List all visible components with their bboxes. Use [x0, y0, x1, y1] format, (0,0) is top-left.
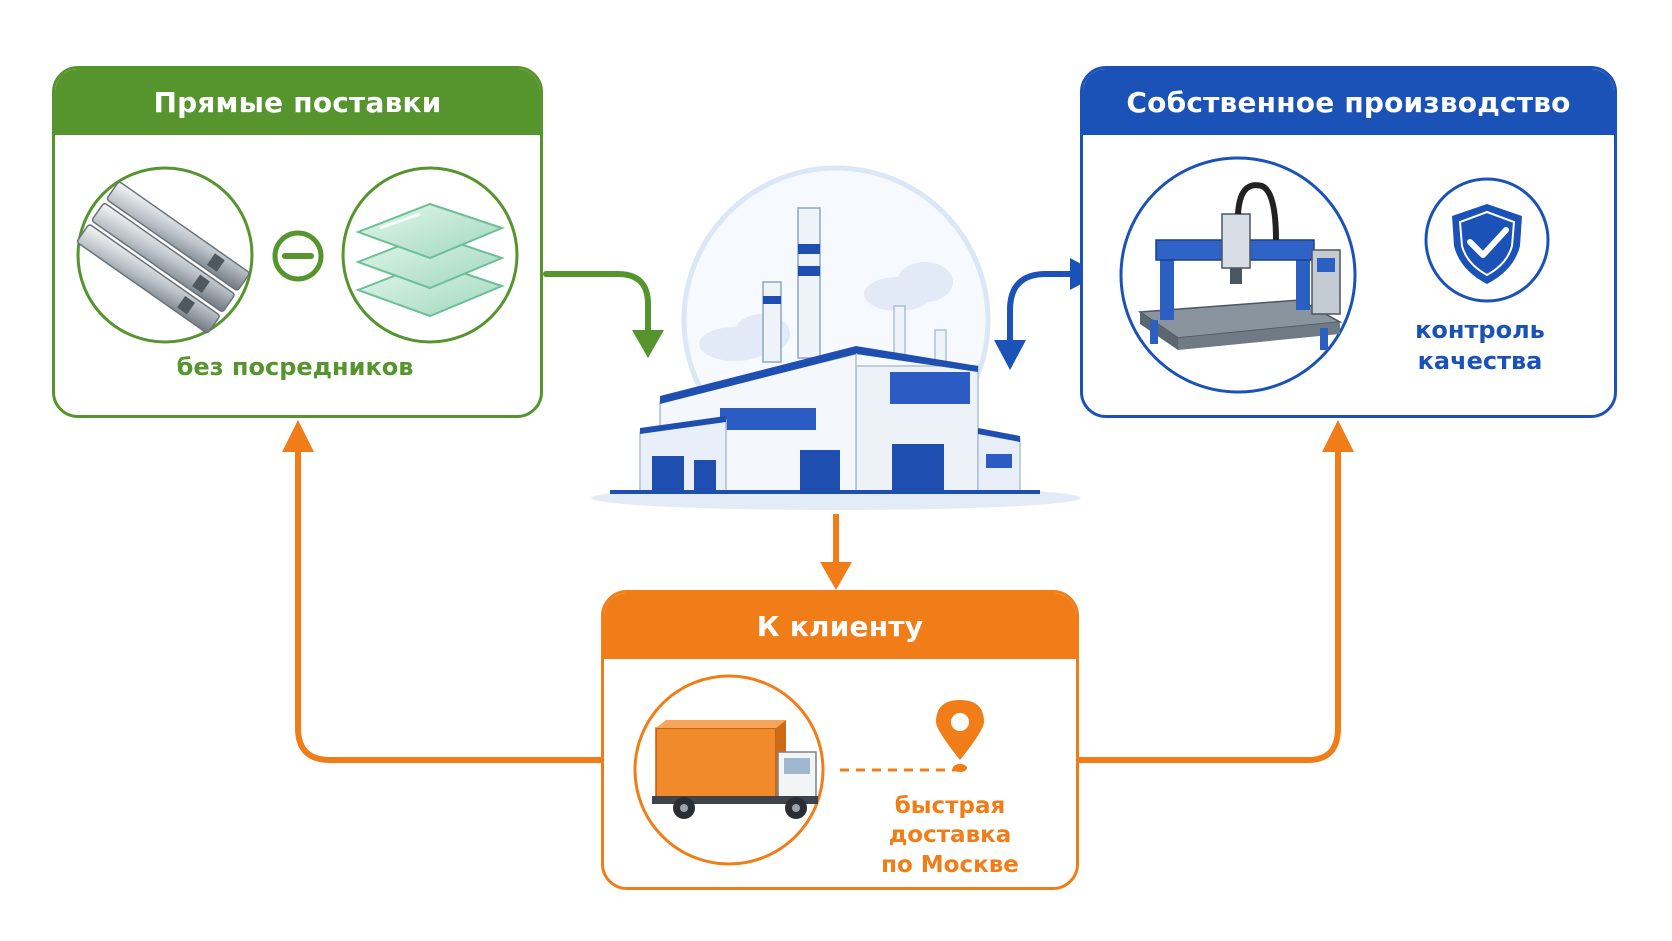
- fast-delivery-line2: по Москве: [881, 851, 1019, 878]
- quality-control-caption: контроль качества: [1390, 315, 1570, 376]
- fast-delivery-caption: быстрая доставка по Москве: [830, 792, 1070, 880]
- arrow-client-to-production: [1076, 420, 1354, 763]
- factory-icon: [591, 165, 1081, 510]
- to-client-title: К клиенту: [604, 593, 1076, 659]
- arrow-factory-to-client: [820, 514, 852, 590]
- no-intermediaries-caption: без посредников: [176, 353, 414, 381]
- arrow-supply-to-factory: [543, 271, 664, 358]
- quality-control-line2: качества: [1417, 346, 1543, 375]
- direct-supply-title: Прямые поставки: [55, 69, 540, 135]
- own-production-title: Собственное производство: [1083, 69, 1614, 135]
- arrow-client-to-supply: [282, 420, 604, 763]
- quality-control-line1: контроль: [1415, 316, 1545, 344]
- fast-delivery-line1: быстрая доставка: [888, 793, 1012, 849]
